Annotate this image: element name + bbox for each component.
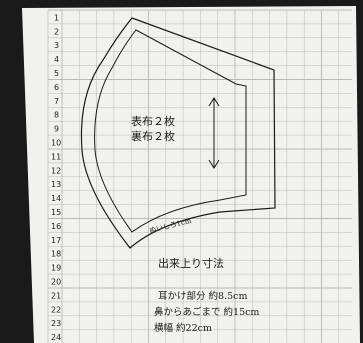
row-number: 16 — [51, 222, 61, 231]
grain-line-arrow — [208, 97, 220, 169]
row-number: 17 — [51, 236, 61, 245]
row-number: 1 — [54, 13, 59, 22]
finished-size-width: 横幅 約22cm — [154, 322, 212, 334]
row-number: 5 — [54, 69, 59, 78]
row-number: 13 — [51, 180, 61, 189]
row-number: 20 — [51, 278, 61, 287]
row-number: 18 — [51, 250, 61, 259]
grid-lines — [47, 9, 352, 343]
row-number: 4 — [54, 55, 59, 64]
row-number: 19 — [51, 264, 61, 273]
row-number: 11 — [51, 152, 61, 161]
row-number: 10 — [51, 139, 61, 148]
finished-size-title: 出来上り寸法 — [158, 256, 224, 270]
row-number: 15 — [51, 208, 61, 217]
row-number: 22 — [51, 305, 61, 314]
row-number: 14 — [51, 194, 61, 203]
row-number: 7 — [54, 97, 59, 106]
row-number: 23 — [51, 319, 61, 328]
row-number: 3 — [54, 41, 59, 50]
row-number: 6 — [54, 83, 59, 92]
row-number: 21 — [51, 291, 61, 300]
row-number: 8 — [54, 111, 59, 120]
row-number: 24 — [51, 333, 61, 342]
row-number: 2 — [54, 27, 59, 36]
fabric-label-lining: 裏布２枚 — [131, 129, 175, 143]
paper-sheet — [22, 6, 360, 343]
pattern-inner-line — [94, 29, 247, 233]
fabric-label-outer: 表布２枚 — [131, 114, 175, 128]
row-number: 12 — [51, 166, 61, 175]
finished-size-nose-chin: 鼻からあごまで 約15cm — [154, 306, 259, 318]
pattern-outer-line — [80, 17, 276, 249]
finished-size-ear-loop: 耳かけ部分 約8.5cm — [158, 290, 247, 302]
row-number: 9 — [54, 125, 59, 134]
